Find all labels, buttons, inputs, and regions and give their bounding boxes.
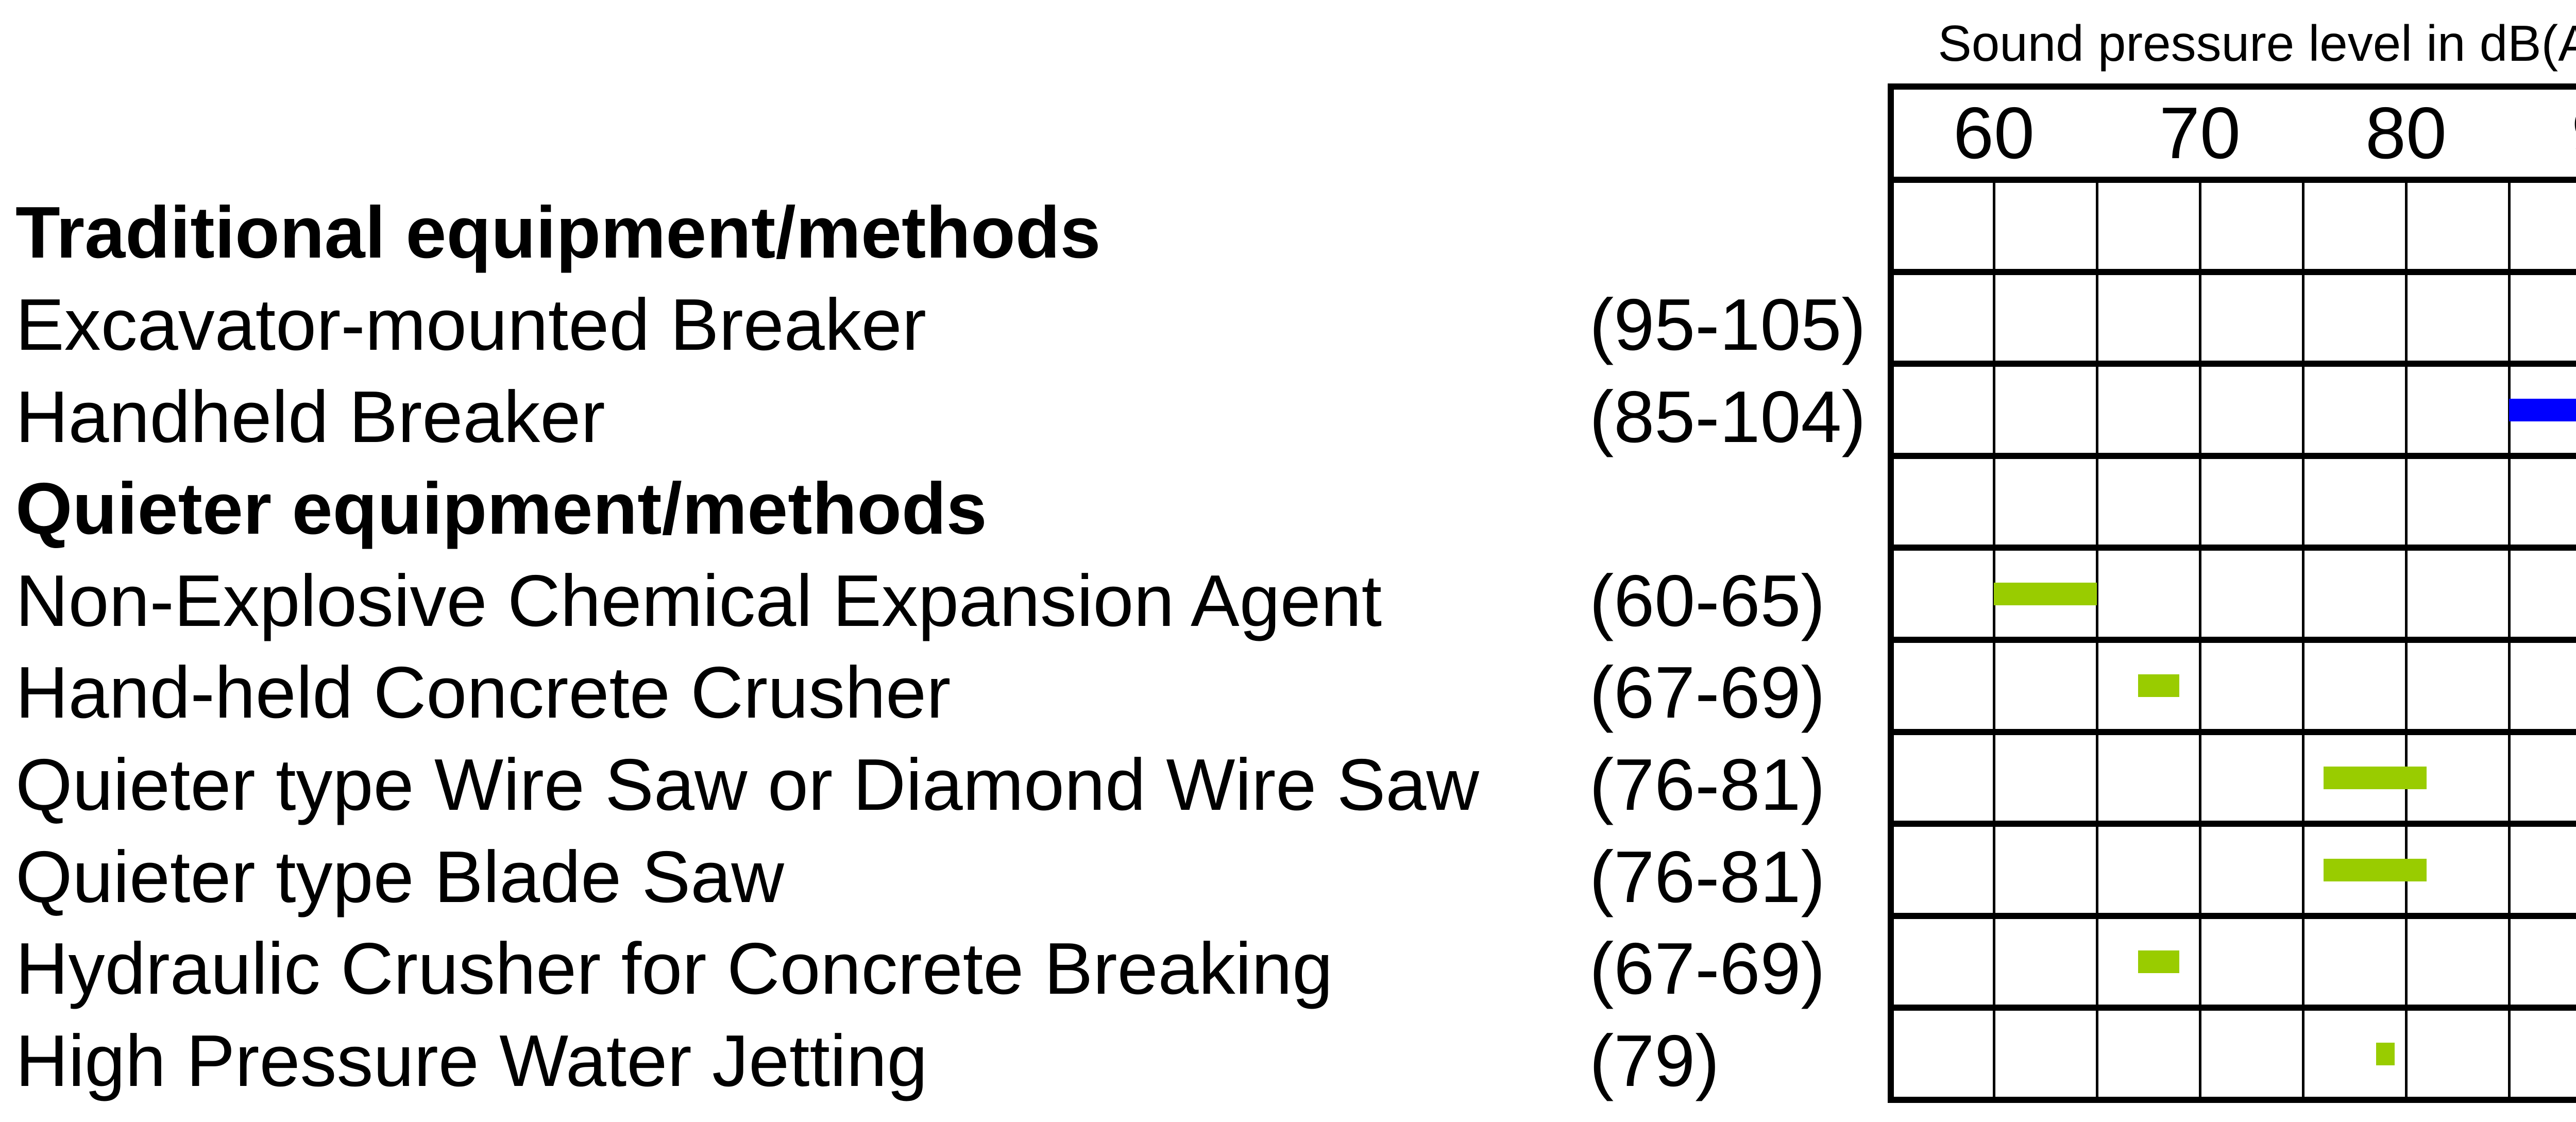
grid-line-h xyxy=(1888,361,2576,367)
row-label: Non-Explosive Chemical Expansion Agent xyxy=(15,559,1382,642)
grid-line-v xyxy=(2095,177,2098,1103)
range-bar xyxy=(2324,766,2427,789)
row-label: Handheld Breaker xyxy=(15,376,605,458)
row-label: Excavator-mounted Breaker xyxy=(15,283,926,366)
grid-line-h xyxy=(1888,728,2576,735)
grid-line-h xyxy=(1888,1005,2576,1011)
grid-line-v xyxy=(2404,177,2408,1103)
range-label: (85-104) xyxy=(1589,376,1866,458)
grid-line-v xyxy=(2507,177,2511,1103)
grid-line-h xyxy=(1888,545,2576,551)
grid-line-h xyxy=(1888,177,2576,183)
grid-line-h xyxy=(1888,452,2576,459)
axis-tick-label: 70 xyxy=(2159,92,2241,174)
grid-border xyxy=(1888,83,1894,1103)
axis-tick-label: 90 xyxy=(2458,96,2576,170)
range-label: (76-81) xyxy=(1589,743,1825,826)
grid-line-v xyxy=(2198,177,2201,1103)
chart-title: Sound pressure level in dB(A) at 7m from… xyxy=(1938,15,2576,72)
grid-line-v xyxy=(2301,177,2304,1103)
range-label: (95-105) xyxy=(1589,283,1866,366)
range-label: (67-69) xyxy=(1589,928,1825,1010)
grid-border xyxy=(1888,1097,2576,1103)
range-bar xyxy=(2376,1042,2395,1065)
range-label: (67-69) xyxy=(1589,652,1825,734)
section-header-label: Traditional equipment/methods xyxy=(15,192,1101,274)
range-label: (60-65) xyxy=(1589,559,1825,642)
row-label: Quieter type Wire Saw or Diamond Wire Sa… xyxy=(15,743,1479,826)
row-label: Quieter type Blade Saw xyxy=(15,836,784,918)
range-label: (76-81) xyxy=(1589,836,1825,918)
axis-tick-label: 80 xyxy=(2365,92,2447,174)
grid-line-h xyxy=(1888,268,2576,275)
grid-border xyxy=(1888,83,2576,90)
range-bar xyxy=(2138,674,2179,698)
axis-tick-label: 60 xyxy=(1953,92,2035,174)
grid-line-h xyxy=(1888,821,2576,827)
row-label: Hand-held Concrete Crusher xyxy=(15,652,951,734)
row-label: Hydraulic Crusher for Concrete Breaking xyxy=(15,928,1333,1010)
range-bar xyxy=(2509,398,2576,421)
grid-line-v xyxy=(1992,177,1995,1103)
range-bar xyxy=(2138,950,2179,974)
row-label: High Pressure Water Jetting xyxy=(15,1019,928,1102)
grid-line-h xyxy=(1888,637,2576,643)
section-header-label: Quieter equipment/methods xyxy=(15,468,987,550)
range-bar xyxy=(1994,582,2097,605)
grid-line-h xyxy=(1888,912,2576,919)
range-label: (79) xyxy=(1589,1019,1720,1102)
range-bar xyxy=(2324,858,2427,881)
